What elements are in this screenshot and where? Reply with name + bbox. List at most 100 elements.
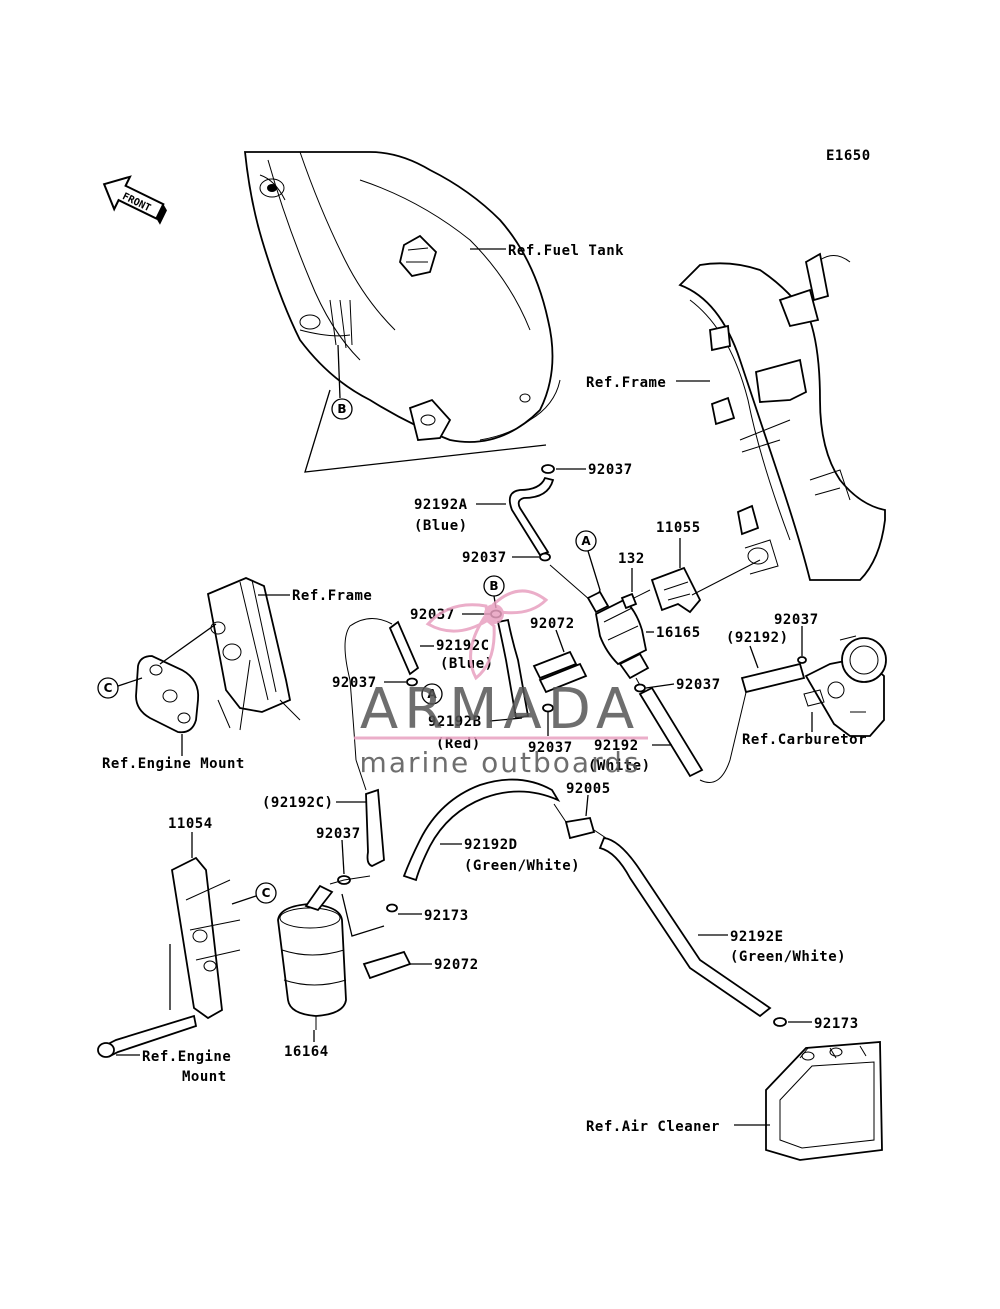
label-92192-paren: (92192)	[726, 630, 789, 646]
callout-c-marker-left	[97, 677, 119, 699]
label-92192e-color: (Green/White)	[730, 949, 846, 965]
hose-92192c-lower	[365, 788, 385, 867]
hose-92192-carb	[740, 662, 806, 694]
canister-16164	[277, 884, 347, 1030]
label-92192d: 92192D	[464, 837, 518, 853]
watermark-tagline: marine outboards	[360, 746, 641, 779]
label-11055: 11055	[656, 520, 701, 536]
air-cleaner-drawing	[765, 1041, 883, 1161]
label-92192c-color: (Blue)	[440, 656, 494, 672]
frame-right-drawing	[678, 252, 886, 581]
label-ref-air-cleaner: Ref.Air Cleaner	[586, 1119, 720, 1135]
diagram-code: E1650	[826, 148, 871, 164]
label-11054: 11054	[168, 816, 213, 832]
hose-92192b	[496, 618, 530, 720]
leader-line	[749, 645, 759, 669]
fuel-tank-drawing	[244, 151, 561, 443]
hose-92192a	[508, 476, 555, 557]
label-92192d-color: (Green/White)	[464, 858, 580, 874]
clip-92072-top	[532, 650, 588, 694]
clamp-92037-g	[542, 703, 554, 713]
label-132: 132	[618, 551, 645, 567]
clip-92072-lower	[362, 950, 412, 980]
leader-line	[555, 629, 565, 653]
callout-c-letter-left: C	[104, 681, 113, 695]
label-16164: 16164	[284, 1044, 329, 1060]
label-92037-f: 92037	[676, 677, 721, 693]
watermark-logo: ARMADA marine outboards	[354, 589, 648, 779]
label-92192b: 92192B	[428, 714, 482, 730]
callout-b-letter: B	[337, 402, 346, 416]
callout-a-letter-lower: A	[427, 687, 437, 701]
clamp-92173-a	[386, 903, 398, 913]
leader-line	[645, 683, 675, 689]
front-arrow-icon: FRONT	[102, 175, 167, 225]
callout-a-marker-top	[575, 530, 597, 552]
hose-92192c	[388, 620, 420, 676]
leader-line	[231, 895, 257, 905]
label-92192: 92192	[594, 738, 639, 754]
label-ref-frame-right: Ref.Frame	[586, 375, 666, 391]
hose-connection-dashed	[699, 683, 749, 783]
bracket-11055	[650, 559, 761, 614]
engine-mount-plate	[135, 655, 200, 734]
callout-b-marker	[331, 398, 353, 420]
projection-lines	[304, 389, 547, 473]
fuel-filter-16165	[586, 590, 650, 701]
label-92037-g: 92037	[528, 740, 573, 756]
label-ref-frame-left: Ref.Frame	[292, 588, 372, 604]
leader-line	[585, 794, 589, 817]
fitting-92005	[553, 803, 607, 840]
label-ref-engine-mount-bottom-2: Mount	[182, 1069, 227, 1085]
label-92037-e: 92037	[774, 612, 819, 628]
label-92037-h: 92037	[316, 826, 361, 842]
label-92173-b: 92173	[814, 1016, 859, 1032]
leader-line	[341, 893, 385, 937]
clamp-92037-mid	[539, 552, 551, 562]
label-92072-a: 92072	[530, 616, 575, 632]
leader-line	[159, 623, 217, 665]
callout-c-letter-lower: C	[262, 886, 271, 900]
label-92005: 92005	[566, 781, 611, 797]
label-92192c: 92192C	[436, 638, 490, 654]
hose-connection-dashed	[355, 759, 367, 791]
callout-a-marker-lower	[421, 683, 443, 705]
leader-line	[341, 839, 345, 875]
clamp-92037-top	[541, 464, 555, 474]
callout-c-marker-lower	[255, 882, 277, 904]
label-92192a: 92192A	[414, 497, 468, 513]
bolt-engine-mount	[97, 1014, 198, 1058]
leader-line	[489, 717, 523, 722]
hose-92192e	[598, 837, 772, 1018]
label-92072-b: 92072	[434, 957, 479, 973]
label-16165: 16165	[656, 625, 701, 641]
bracket-11054	[171, 856, 241, 1020]
callout-b-letter-center: B	[489, 579, 498, 593]
clamp-92037-e	[797, 656, 807, 664]
watermark-brand: ARMADA	[360, 677, 640, 742]
leader-line	[337, 344, 341, 399]
label-ref-engine-mount-left: Ref.Engine Mount	[102, 756, 245, 772]
hose-92192	[638, 686, 704, 778]
frame-left-drawing	[206, 577, 301, 731]
bolt-132	[620, 589, 651, 610]
propeller-icon	[425, 589, 549, 681]
clamp-92037-d	[406, 677, 418, 687]
hose-92192d	[402, 778, 561, 882]
label-ref-carburetor: Ref.Carburetor	[742, 732, 867, 748]
label-ref-engine-mount-bottom-1: Ref.Engine	[142, 1049, 231, 1065]
hose-connection-dashed	[344, 618, 393, 761]
callout-a-letter-top: A	[581, 534, 591, 548]
clamp-92173-b	[773, 1017, 787, 1027]
carburetor-drawing	[803, 635, 887, 737]
label-92173-a: 92173	[424, 908, 469, 924]
label-92037-b: 92037	[462, 550, 507, 566]
clamp-92037-f	[634, 683, 646, 693]
leader-line	[117, 677, 143, 687]
label-92037-a: 92037	[588, 462, 633, 478]
label-92192c-paren: (92192C)	[262, 795, 333, 811]
hose-segment	[329, 875, 371, 885]
label-92037-d: 92037	[332, 675, 377, 691]
label-92192e: 92192E	[730, 929, 784, 945]
